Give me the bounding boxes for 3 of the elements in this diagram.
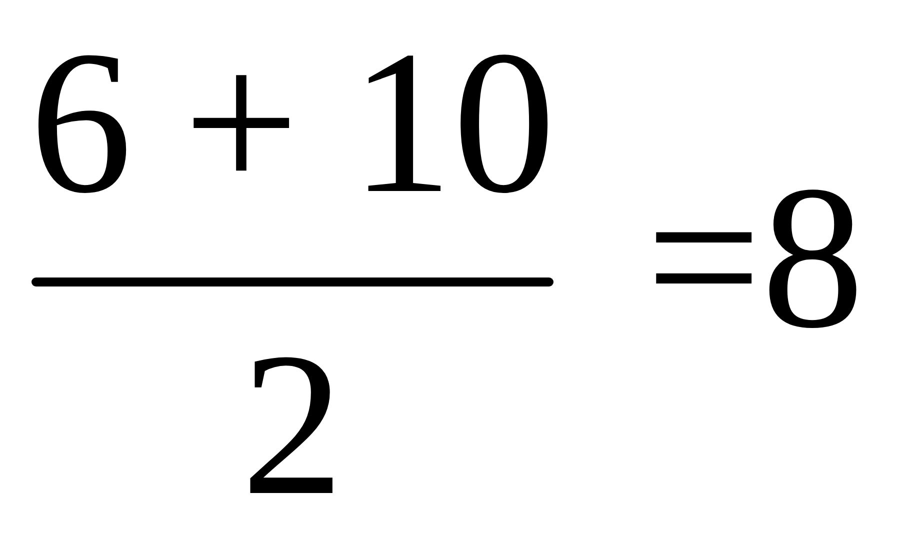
math-expression: =8 (644, 155, 866, 360)
math-expression: 2 (240, 322, 345, 527)
math-expression: 6 + 10 (28, 20, 556, 225)
